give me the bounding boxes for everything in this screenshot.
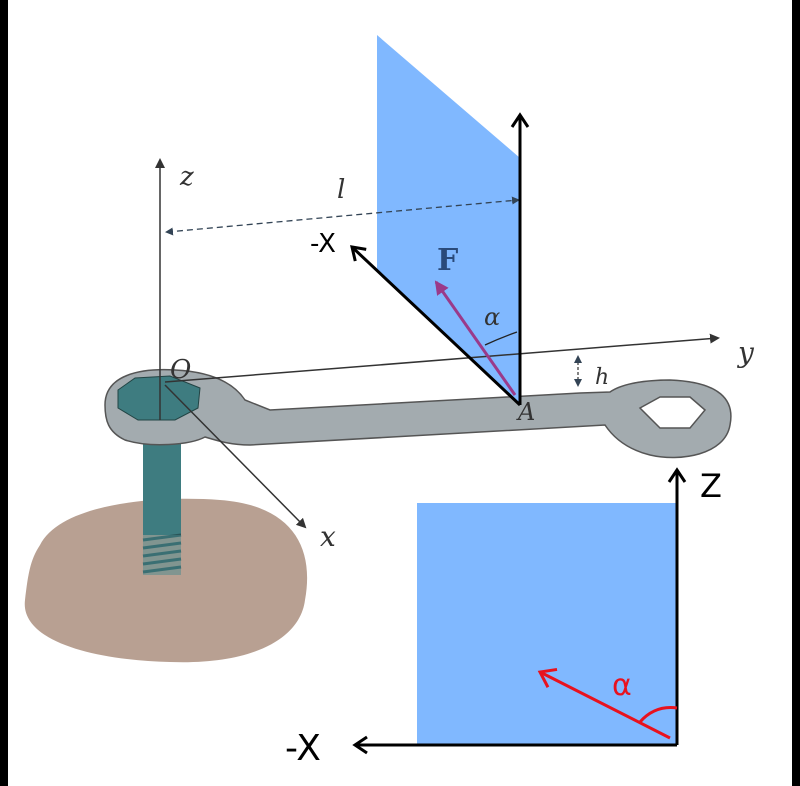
- height-label: h: [595, 365, 609, 390]
- ground-blob: [24, 498, 308, 663]
- origin-label: O: [170, 355, 191, 385]
- force-vector: [434, 280, 517, 396]
- force-plane: [377, 35, 520, 405]
- length-dimension: [165, 196, 520, 236]
- angle-label-top: α: [484, 303, 500, 331]
- angle-label-bottom: α: [612, 668, 632, 703]
- z-label-bottom: Z: [700, 467, 722, 505]
- neg-x-arrow-top: [350, 245, 522, 407]
- projection-square: [417, 503, 677, 745]
- neg-x-label-top: -X: [310, 229, 336, 259]
- x-axis-label: x: [320, 520, 336, 553]
- wrench: [104, 368, 732, 459]
- angle-arc-bottom: [638, 706, 678, 724]
- x-axis: [164, 384, 307, 529]
- angle-arc-top: [484, 331, 518, 346]
- point-a-label: A: [516, 398, 535, 426]
- y-axis-label: y: [736, 336, 755, 369]
- z-axis-label: z: [179, 162, 194, 192]
- red-force-arrow: [537, 667, 671, 740]
- right-border: [792, 0, 800, 786]
- bolt-stem: [143, 430, 181, 535]
- left-border: [0, 0, 8, 786]
- y-axis: [164, 333, 720, 383]
- length-label: l: [337, 175, 345, 205]
- force-label: F: [437, 243, 458, 278]
- neg-x-label-bottom: -X: [285, 728, 321, 769]
